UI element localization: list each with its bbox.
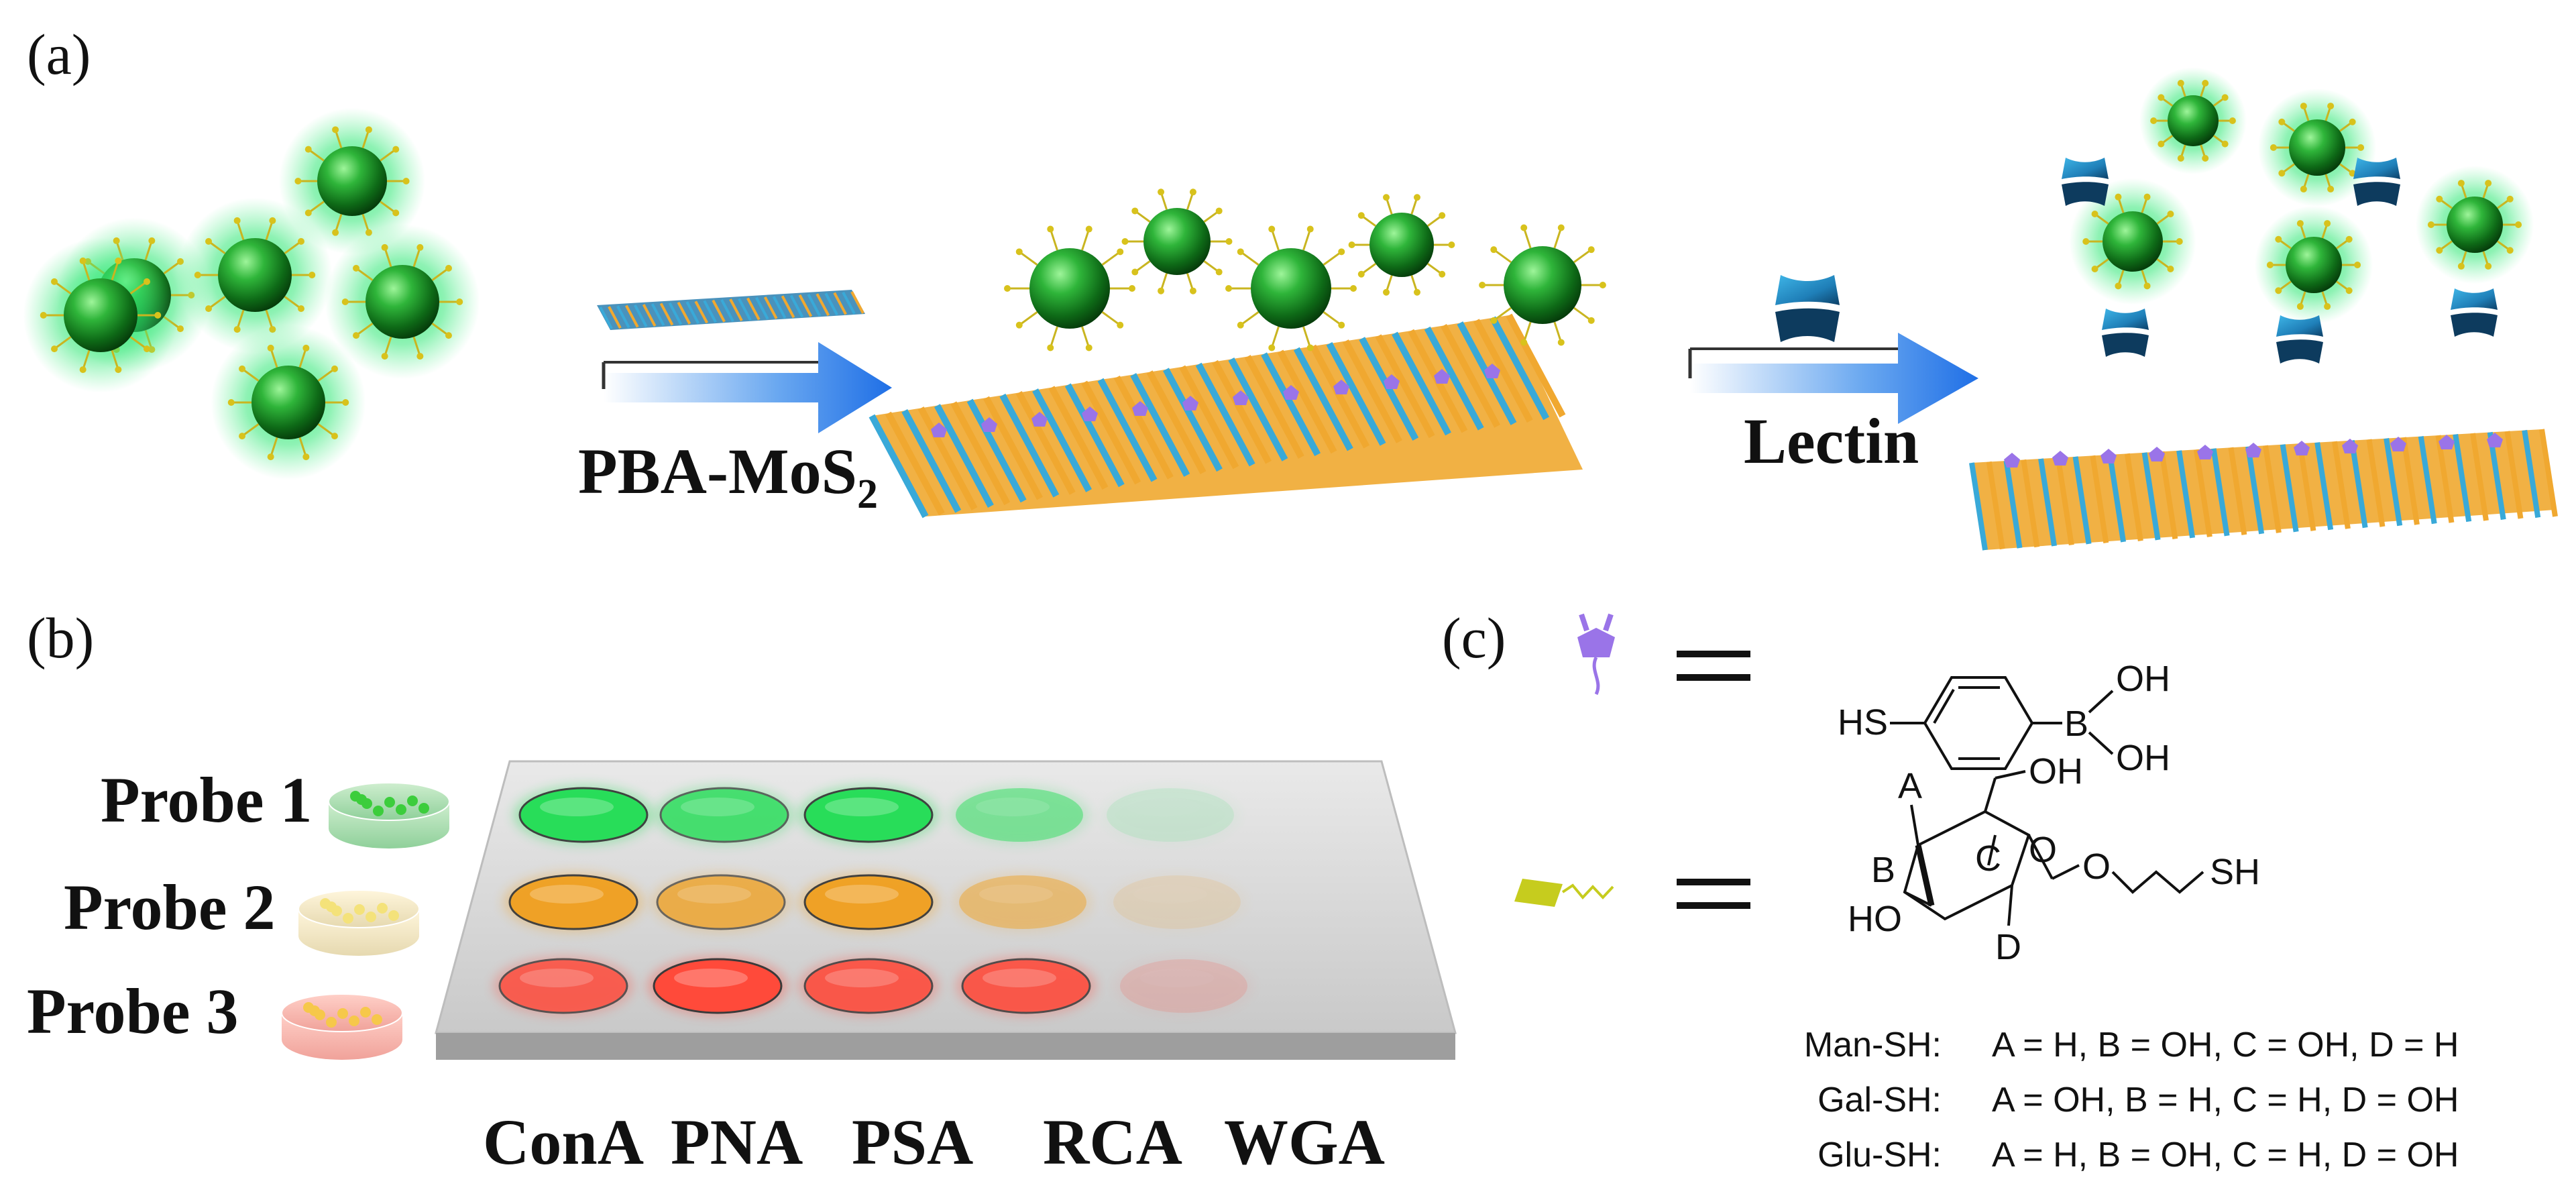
probe-dish	[298, 889, 420, 956]
definition-name: Man-SH:	[1804, 1026, 1942, 1064]
plate-well	[1107, 788, 1234, 842]
lectin-column-label: RCA	[1043, 1106, 1182, 1178]
svg-text:OH: OH	[2116, 738, 2170, 778]
panel-a-label: (a)	[27, 22, 91, 87]
svg-text:OH: OH	[2029, 751, 2083, 791]
released-particle	[2069, 178, 2196, 305]
probe-list: Probe 1 Probe 2 Probe 3	[27, 764, 450, 1060]
plate-well	[798, 872, 939, 932]
plate-well	[1107, 872, 1247, 932]
plate-well	[513, 785, 654, 845]
pba-ligand-icon	[1577, 613, 1615, 696]
svg-text:C: C	[1975, 838, 2001, 879]
plate-well	[651, 872, 791, 932]
plate-well	[952, 872, 1093, 932]
svg-text:HS: HS	[1838, 702, 1888, 743]
panel-b-label: (b)	[27, 606, 94, 670]
free-glowing-nanoparticles	[23, 107, 480, 480]
plate-well	[503, 872, 644, 932]
lectin-column-label: PSA	[852, 1106, 973, 1178]
released-lectin	[2062, 158, 2109, 206]
svg-text:D: D	[1995, 927, 2021, 967]
svg-text:B: B	[2064, 704, 2088, 744]
arrow-lectin	[1688, 333, 1978, 424]
probe-label: Probe 3	[27, 975, 239, 1047]
arrow-pba-mos2	[602, 342, 892, 433]
svg-text:B: B	[1871, 850, 1895, 890]
plate-well	[798, 956, 939, 1016]
svg-text:SH: SH	[2210, 852, 2260, 892]
bound-particle	[1479, 224, 1606, 346]
free-particle	[23, 237, 178, 393]
lectin-icon	[1775, 275, 1840, 342]
small-mos2-sheet	[597, 290, 865, 330]
pba-structure: HS B OH OH	[1838, 659, 2170, 778]
released-lectin	[2353, 158, 2400, 206]
equals-sign-1	[1677, 651, 1750, 681]
bound-particle	[1121, 188, 1233, 294]
free-particle	[325, 224, 480, 380]
probe-dish	[328, 782, 450, 849]
lectin-label: Lectin	[1744, 405, 1919, 477]
bound-particle	[1225, 225, 1357, 351]
released-particle	[2257, 88, 2377, 207]
plate-well	[647, 956, 788, 1016]
definition-value: A = OH, B = H, C = H, D = OH	[1992, 1081, 2459, 1119]
free-particle	[177, 197, 333, 353]
sugar-definitions: Man-SH: A = H, B = OH, C = OH, D = H Gal-S…	[1804, 1026, 2459, 1174]
plate-well	[493, 956, 634, 1016]
sugar-atom-labels: A OH C O B HO D O SH	[1848, 751, 2260, 967]
lectin-column-label: ConA	[483, 1106, 644, 1178]
definition-value: A = H, B = OH, C = OH, D = H	[1992, 1026, 2459, 1064]
lectin-column-labels: ConA PNA PSA RCA WGA	[483, 1106, 1385, 1178]
lectin-column-label: WGA	[1224, 1106, 1385, 1178]
plate-well	[798, 785, 939, 845]
equals-sign-2	[1677, 879, 1750, 909]
probe-label: Probe 1	[101, 764, 313, 836]
definition-name: Glu-SH:	[1817, 1136, 1942, 1174]
svg-text:O: O	[2082, 846, 2111, 887]
plate-well	[1113, 956, 1254, 1016]
pba-mos2-label: PBA-MoS2	[578, 435, 878, 517]
released-lectin	[2451, 288, 2498, 337]
microplate	[435, 760, 1457, 1060]
definition-name: Gal-SH:	[1817, 1081, 1942, 1119]
probe-dish	[281, 993, 403, 1060]
probe-label: Probe 2	[64, 871, 276, 943]
svg-text:O: O	[2029, 830, 2057, 870]
lectin-column-label: PNA	[671, 1106, 803, 1178]
released-lectin	[2102, 309, 2149, 357]
plate-well	[956, 956, 1097, 1016]
released-particle	[2415, 165, 2534, 284]
definition-value: A = H, B = OH, C = H, D = OH	[1992, 1136, 2459, 1174]
released-particles-and-sheet	[1969, 67, 2558, 551]
released-particle	[2254, 205, 2373, 325]
sugar-structure	[1903, 770, 2204, 926]
panel-c-label: (c)	[1442, 606, 1506, 670]
free-particle	[211, 325, 366, 480]
svg-text:A: A	[1898, 766, 1922, 806]
bound-particle	[1004, 225, 1135, 351]
svg-text:HO: HO	[1848, 899, 1902, 939]
svg-text:OH: OH	[2116, 659, 2170, 699]
released-lectin	[2276, 315, 2323, 364]
mos2-sheet-with-bound-particles	[869, 188, 1606, 518]
sugar-ligand-icon	[1514, 879, 1614, 907]
released-particle	[2139, 67, 2247, 174]
plate-well	[654, 785, 795, 845]
bound-particle	[1348, 194, 1455, 296]
plate-well	[949, 785, 1090, 845]
free-particle	[278, 107, 426, 255]
